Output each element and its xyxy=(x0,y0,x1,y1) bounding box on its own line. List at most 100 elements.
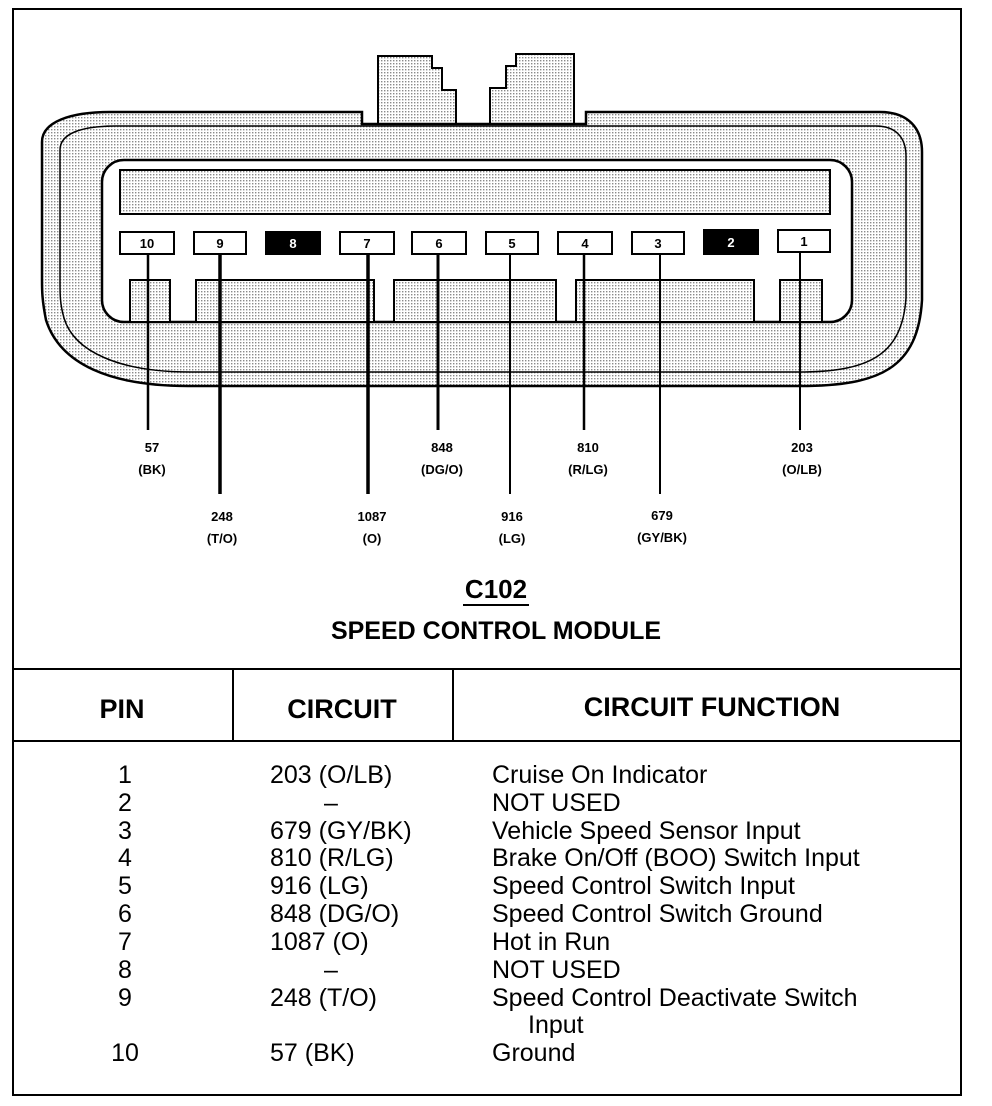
pin-8: 8 xyxy=(265,231,321,255)
pin-7-wire-color: (O) xyxy=(363,531,382,546)
table-row: 5 916 (LG) Speed Control Switch Input xyxy=(12,872,962,900)
pin-9-number: 9 xyxy=(216,236,223,251)
header-function: CIRCUIT FUNCTION xyxy=(583,692,841,722)
table-divider-2 xyxy=(452,668,454,742)
pin-7: 7 1087 (O) xyxy=(339,231,395,546)
pin-4-box xyxy=(557,231,613,255)
pin-6-box xyxy=(411,231,467,255)
pin-1-wire-number: 203 xyxy=(791,440,813,455)
pin-2-box xyxy=(703,229,759,255)
pin-10-number: 10 xyxy=(140,236,154,251)
table-row: 8 – NOT USED xyxy=(12,956,962,984)
pin-5-box xyxy=(485,231,539,255)
connector-id: C102 xyxy=(0,574,992,606)
row-pin: 9 xyxy=(118,984,132,1012)
header-circuit: CIRCUIT xyxy=(287,694,397,724)
table-row: 6 848 (DG/O) Speed Control Switch Ground xyxy=(12,900,962,928)
pin-9: 9 248 (T/O) xyxy=(193,231,247,546)
row-circuit: 1087 (O) xyxy=(270,928,369,956)
table-row: 1 203 (O/LB) Cruise On Indicator xyxy=(12,761,962,789)
table-row: 10 57 (BK) Ground xyxy=(12,1039,962,1067)
pin-4-wire-number: 810 xyxy=(577,440,599,455)
row-circuit: 203 (O/LB) xyxy=(270,761,393,789)
pin-3-number: 3 xyxy=(654,236,661,251)
pin-1-number: 1 xyxy=(800,234,807,249)
row-pin: 2 xyxy=(118,789,132,817)
connector-top-slot xyxy=(119,169,831,215)
pin-6-wire-color: (DG/O) xyxy=(421,462,463,477)
connector-name: SPEED CONTROL MODULE xyxy=(330,617,662,645)
pin-3: 3 679 (GY/BK) xyxy=(631,231,687,545)
row-function: Brake On/Off (BOO) Switch Input xyxy=(492,844,860,872)
pin-5: 5 916 (LG) xyxy=(485,231,539,546)
pin-2-number: 2 xyxy=(727,235,734,250)
connector-tab-right xyxy=(489,53,575,125)
pin-1-wire-color: (O/LB) xyxy=(782,462,822,477)
pin-6: 6 848 (DG/O) xyxy=(411,231,467,477)
pin-7-number: 7 xyxy=(363,236,370,251)
row-pin: 5 xyxy=(118,872,132,900)
pin-10-wire-color: (BK) xyxy=(138,462,165,477)
pin-5-number: 5 xyxy=(508,236,515,251)
pin-3-wire-number: 679 xyxy=(651,508,673,523)
row-function: Cruise On Indicator xyxy=(492,761,708,789)
row-function: NOT USED xyxy=(492,789,621,817)
table-row-continuation: Input xyxy=(12,1011,962,1039)
row-circuit: 57 (BK) xyxy=(270,1039,355,1067)
pin-3-wire-color: (GY/BK) xyxy=(637,530,687,545)
pin-2: 2 xyxy=(703,229,759,255)
pin-5-wire-number: 916 xyxy=(501,509,523,524)
pin-3-box xyxy=(631,231,685,255)
row-pin: 4 xyxy=(118,844,132,872)
pin-7-wire-number: 1087 xyxy=(358,509,387,524)
pin-10-box xyxy=(119,231,175,255)
pin-8-box xyxy=(265,231,321,255)
pin-4-number: 4 xyxy=(581,236,589,251)
row-circuit: 679 (GY/BK) xyxy=(270,817,412,845)
pin-1-box xyxy=(777,229,831,253)
table-row: 9 248 (T/O) Speed Control Deactivate Swi… xyxy=(12,984,962,1012)
connector-id-text: C102 xyxy=(462,574,530,606)
pin-6-wire-number: 848 xyxy=(431,440,453,455)
row-pin: 6 xyxy=(118,900,132,928)
row-circuit: 916 (LG) xyxy=(270,872,369,900)
pin-6-number: 6 xyxy=(435,236,442,251)
pin-4-wire-color: (R/LG) xyxy=(568,462,608,477)
pin-9-wire-color: (T/O) xyxy=(207,531,237,546)
connector-tab-left xyxy=(377,55,457,125)
pin-5-wire-color: (LG) xyxy=(499,531,526,546)
row-circuit: 848 (DG/O) xyxy=(270,900,400,928)
row-pin: 8 xyxy=(118,956,132,984)
pin-10: 10 57 (BK) xyxy=(119,231,175,477)
connector-diagram: 10 57 (BK) 9 248 (T/O) 8 7 1087 (O) 6 84… xyxy=(40,53,924,546)
row-pin: 3 xyxy=(118,817,132,845)
row-circuit: 810 (R/LG) xyxy=(270,844,394,872)
table-row: 4 810 (R/LG) Brake On/Off (BOO) Switch I… xyxy=(12,844,962,872)
row-function: Speed Control Switch Ground xyxy=(492,900,823,928)
diagram-frame xyxy=(12,8,962,1096)
table-row: 3 679 (GY/BK) Vehicle Speed Sensor Input xyxy=(12,817,962,845)
row-pin: 1 xyxy=(118,761,132,789)
pin-9-box xyxy=(193,231,247,255)
row-function: Vehicle Speed Sensor Input xyxy=(492,817,801,845)
table-header-rule xyxy=(12,740,962,742)
table-row: 7 1087 (O) Hot in Run xyxy=(12,928,962,956)
row-pin: 7 xyxy=(118,928,132,956)
row-function: Hot in Run xyxy=(492,928,611,956)
pin-4: 4 810 (R/LG) xyxy=(557,231,613,477)
row-pin: 10 xyxy=(111,1039,139,1067)
row-circuit: – xyxy=(324,789,338,817)
row-function: Speed Control Switch Input xyxy=(492,872,795,900)
header-pin: PIN xyxy=(99,694,145,724)
row-function: Ground xyxy=(492,1039,576,1067)
row-circuit: 248 (T/O) xyxy=(270,984,377,1012)
table-row: 2 – NOT USED xyxy=(12,789,962,817)
pin-8-number: 8 xyxy=(289,236,296,251)
row-function: Speed Control Deactivate Switch xyxy=(492,984,858,1012)
row-function-continuation: Input xyxy=(528,1011,584,1039)
table-top-rule xyxy=(12,668,962,670)
table-divider-1 xyxy=(232,668,234,742)
row-circuit: – xyxy=(324,956,338,984)
pin-table: PIN CIRCUIT CIRCUIT FUNCTION 1 203 (O/LB… xyxy=(12,668,962,1096)
pin-7-box xyxy=(339,231,395,255)
